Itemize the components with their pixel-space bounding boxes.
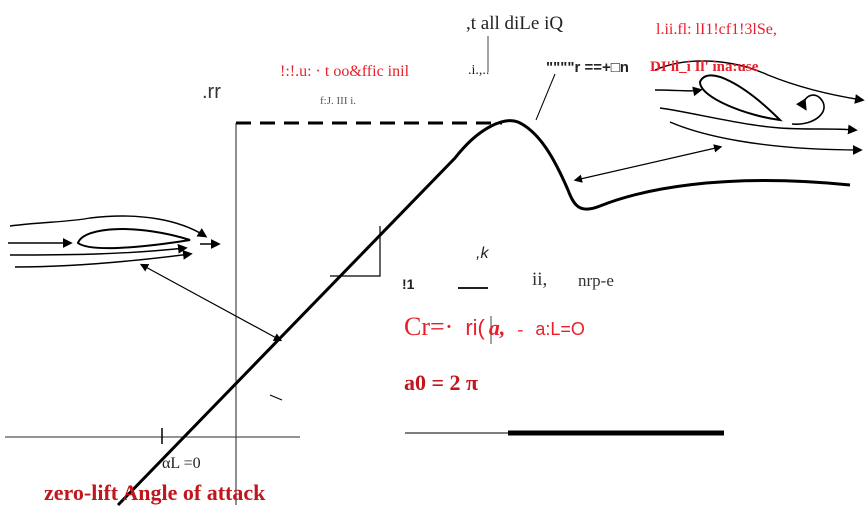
- left-dots-label: .i.,..: [468, 63, 490, 78]
- cl-axis-label: .rr: [202, 81, 221, 103]
- right-red-bottom-label: DI'il_i Il' ina:use: [650, 59, 759, 75]
- curve-tick: [269, 394, 283, 401]
- leader-stall-label: [535, 73, 556, 121]
- eq-prefix: Cr=·: [404, 312, 454, 341]
- eq-alpha: a,: [488, 315, 506, 340]
- leader-left-airfoil: [139, 263, 283, 342]
- alpha-zero-label: αL =0: [162, 455, 201, 472]
- eq-ri: ri(: [465, 315, 485, 340]
- slope-ii-label: ii,: [532, 269, 548, 290]
- slope-nrp-label: nrp-e: [578, 271, 614, 290]
- right-red-top-label: l.ii.fl: lI1!cf1!3lSe,: [656, 21, 777, 38]
- slope-triangle: [330, 226, 381, 277]
- eq-dash: -: [517, 319, 524, 339]
- zero-lift-caption: zero-lift Angle of attack: [44, 480, 266, 505]
- mid-glyphs-label: """"r ==+□n: [546, 59, 629, 76]
- slope-1-label: !1: [402, 276, 415, 292]
- lift-curve: [116, 119, 851, 507]
- leader-right-airfoil: [573, 144, 723, 183]
- slope-k-label: ,k: [476, 245, 489, 262]
- lift-equation: Cr=· ri( a, - a:L=O: [404, 314, 585, 340]
- airfoil-stalled-icon: [654, 60, 865, 155]
- airfoil-low-aoa-icon: [8, 215, 221, 268]
- stall-title: ,t all diLe iQ: [466, 13, 564, 34]
- small-note-label: f:J. III i.: [320, 95, 357, 107]
- a0-formula: a0 = 2 π: [404, 370, 479, 395]
- left-red-label: !:!.u: · t oo&ffic inil: [280, 63, 410, 80]
- eq-tail: a:L=O: [535, 319, 585, 339]
